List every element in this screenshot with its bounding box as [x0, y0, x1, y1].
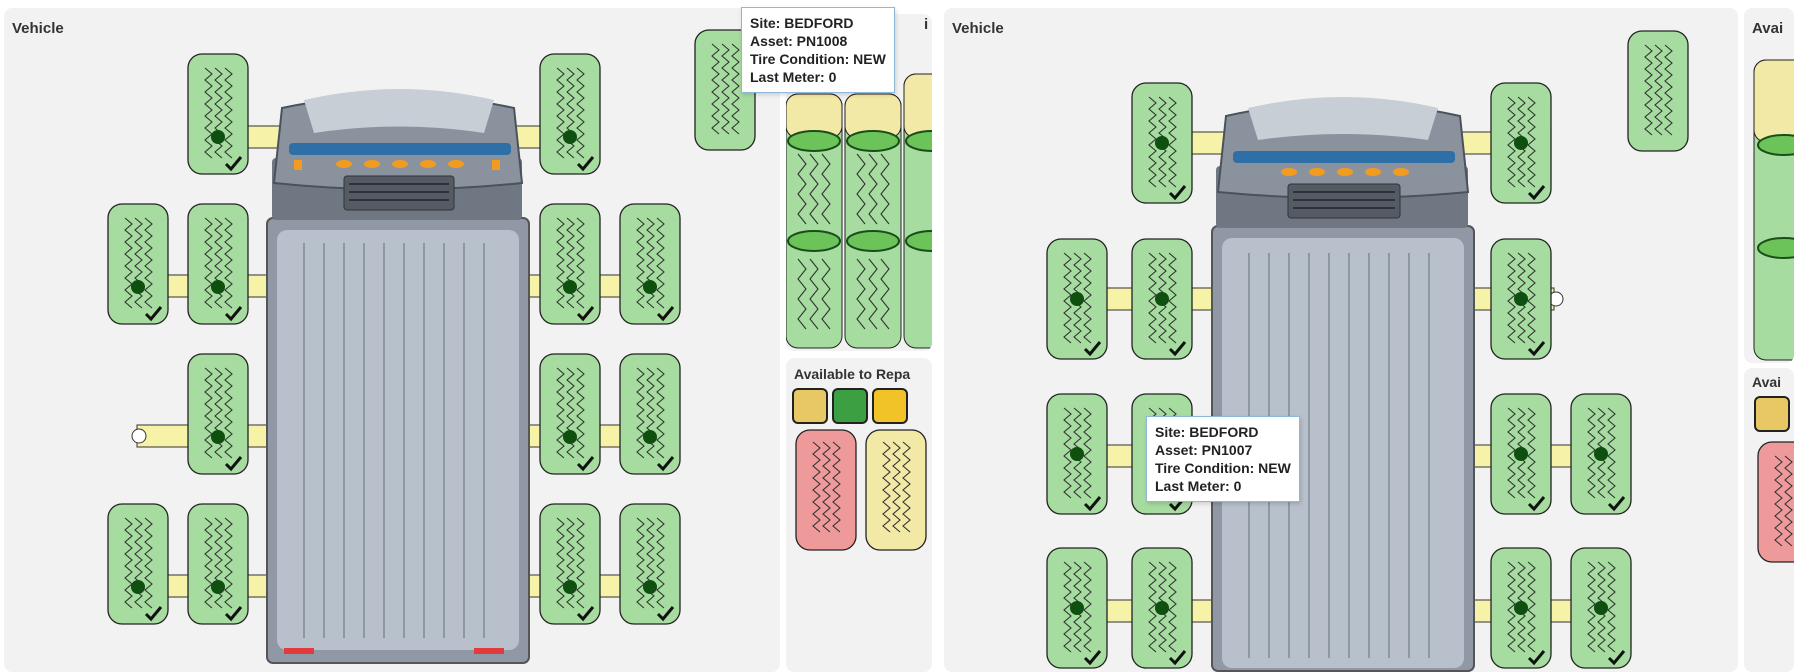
- tires-left[interactable]: [107, 53, 681, 625]
- repair-tires-right[interactable]: [1744, 440, 1794, 580]
- repair-panel-right: Avai: [1744, 368, 1794, 672]
- tooltip-meter: Last Meter: 0: [1155, 478, 1242, 494]
- tire-tooltip: Site: BEDFORD Asset: PN1008 Tire Conditi…: [741, 7, 895, 93]
- tooltip-meter: Last Meter: 0: [750, 69, 837, 85]
- tire[interactable]: [619, 203, 681, 325]
- vehicle-panel-title: Vehicle: [952, 20, 1004, 37]
- tire[interactable]: [865, 429, 927, 551]
- tire[interactable]: [1131, 238, 1193, 360]
- recycle-icon[interactable]: [832, 388, 868, 424]
- truck-illustration: [266, 89, 530, 664]
- vehicle-diagram-right: [1046, 30, 1689, 672]
- tire[interactable]: [187, 503, 249, 625]
- tire[interactable]: [619, 353, 681, 475]
- tire[interactable]: [1490, 238, 1552, 360]
- tire-tooltip: Site: BEDFORD Asset: PN1007 Tire Conditi…: [1146, 416, 1300, 502]
- tire[interactable]: [539, 503, 601, 625]
- tooltip-site: Site: BEDFORD: [750, 15, 854, 31]
- vehicle-panel-title: Vehicle: [12, 20, 64, 37]
- repair-panel-left: Available to Repa: [786, 358, 932, 672]
- tire[interactable]: [1570, 393, 1632, 515]
- tooltip-site: Site: BEDFORD: [1155, 424, 1259, 440]
- tires-right[interactable]: [1046, 82, 1632, 669]
- repair-panel-title: Avai: [1752, 374, 1782, 390]
- tire[interactable]: [187, 203, 249, 325]
- tire[interactable]: [1757, 441, 1794, 563]
- tire[interactable]: [795, 429, 857, 551]
- tire[interactable]: [1490, 547, 1552, 669]
- spare-tire-right[interactable]: [1627, 30, 1689, 152]
- tire[interactable]: [1490, 82, 1552, 204]
- tire[interactable]: [539, 353, 601, 475]
- tire[interactable]: [107, 503, 169, 625]
- available-tires-right[interactable]: [1744, 8, 1794, 363]
- tire[interactable]: [1131, 82, 1193, 204]
- repair-tools-icon[interactable]: [1754, 396, 1790, 432]
- tooltip-asset: Asset: PN1008: [750, 33, 848, 49]
- vehicle-panel-left: Vehicle: [4, 8, 780, 672]
- tire[interactable]: [619, 503, 681, 625]
- phone-icon[interactable]: [872, 388, 908, 424]
- tire[interactable]: [539, 203, 601, 325]
- axle-end-left: [131, 428, 147, 444]
- repair-tires-left[interactable]: [786, 428, 932, 568]
- available-tires-left[interactable]: [786, 14, 932, 351]
- available-panel-title: i: [924, 16, 929, 33]
- tire[interactable]: [1046, 238, 1108, 360]
- tire[interactable]: [539, 53, 601, 175]
- tire[interactable]: [844, 93, 902, 349]
- tooltip-asset: Asset: PN1007: [1155, 442, 1253, 458]
- vehicle-panel-right: Vehicle: [944, 8, 1738, 672]
- tire[interactable]: [1046, 547, 1108, 669]
- vehicle-diagram-left: [107, 53, 681, 664]
- truck-illustration: [1211, 97, 1475, 672]
- tire[interactable]: [1753, 59, 1794, 361]
- tire[interactable]: [1131, 547, 1193, 669]
- available-panel-title: Avai: [1752, 20, 1784, 37]
- tire[interactable]: [187, 53, 249, 175]
- repair-panel-title: Available to Repa: [794, 366, 911, 382]
- tire[interactable]: [187, 353, 249, 475]
- tire[interactable]: [903, 73, 932, 349]
- tooltip-condition: Tire Condition: NEW: [750, 51, 886, 67]
- tire[interactable]: [1046, 393, 1108, 515]
- available-panel-right: Avai: [1744, 8, 1794, 363]
- tire[interactable]: [1570, 547, 1632, 669]
- tire[interactable]: [107, 203, 169, 325]
- repair-tools-icon[interactable]: [792, 388, 828, 424]
- tooltip-condition: Tire Condition: NEW: [1155, 460, 1291, 476]
- tire[interactable]: [1490, 393, 1552, 515]
